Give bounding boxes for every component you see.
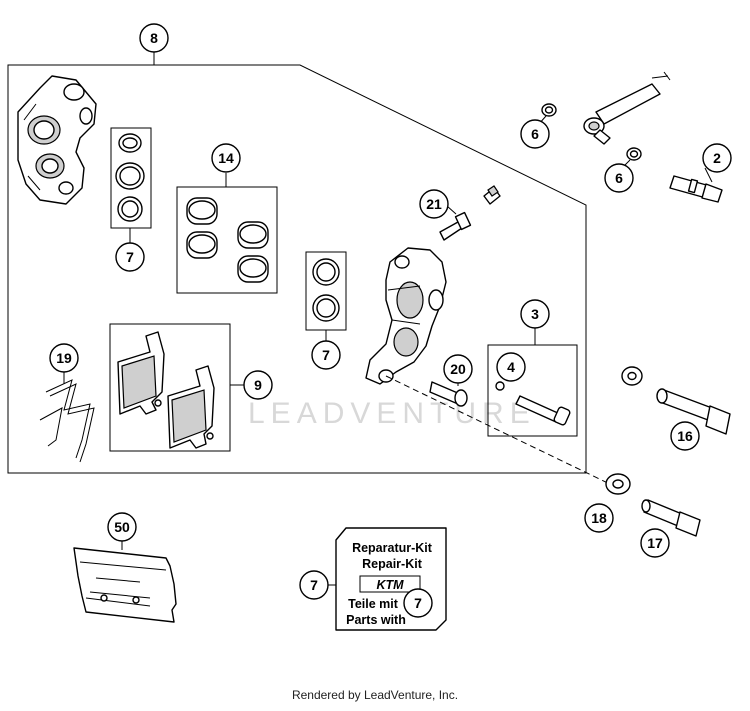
- svg-text:8: 8: [150, 30, 158, 46]
- callout-16[interactable]: 16: [670, 421, 700, 451]
- callout-14[interactable]: 14: [211, 143, 241, 173]
- callout-8[interactable]: 8: [139, 23, 169, 53]
- svg-text:21: 21: [426, 196, 442, 212]
- brake-pads-part[interactable]: [117, 331, 215, 449]
- callout-7-kit-outside[interactable]: 7: [299, 570, 329, 600]
- brake-hose-part[interactable]: [583, 71, 671, 145]
- repair-kit-label: Reparatur-Kit Repair-Kit KTM Teile mit P…: [335, 527, 447, 631]
- svg-text:7: 7: [414, 595, 422, 611]
- bushing-part[interactable]: [429, 381, 468, 407]
- washer-a-part[interactable]: [541, 103, 557, 117]
- svg-text:7: 7: [322, 347, 330, 363]
- callout-7-seals-a[interactable]: 7: [115, 242, 145, 272]
- callout-7-seals-b[interactable]: 7: [311, 340, 341, 370]
- bleeder-valve-part[interactable]: [439, 185, 501, 241]
- svg-text:7: 7: [126, 249, 134, 265]
- banjo-bolt-part[interactable]: [669, 175, 723, 203]
- callout-18[interactable]: 18: [584, 503, 614, 533]
- svg-text:50: 50: [114, 519, 130, 535]
- repair-kit-bag-part[interactable]: [73, 547, 177, 623]
- guide-pin-part[interactable]: [495, 381, 571, 426]
- bolt-16-part[interactable]: [656, 388, 731, 435]
- washer-b-part[interactable]: [626, 147, 642, 161]
- callout-6-lower[interactable]: 6: [604, 163, 634, 193]
- assembly-axis: [385, 375, 615, 487]
- callout-21[interactable]: 21: [419, 189, 449, 219]
- bolt-17-part[interactable]: [641, 499, 701, 537]
- svg-text:4: 4: [507, 359, 515, 375]
- pistons-part[interactable]: [186, 197, 269, 283]
- svg-text:14: 14: [218, 150, 234, 166]
- seal-rings-a[interactable]: [115, 133, 145, 222]
- caliper-group-outline: [7, 64, 587, 474]
- kit-line-2: Repair-Kit: [362, 557, 423, 571]
- kit-line-3: Teile mit: [348, 597, 399, 611]
- caliper-bracket-part[interactable]: [17, 75, 97, 205]
- callout-9[interactable]: 9: [243, 370, 273, 400]
- watermark: LEADVENTURE: [248, 397, 536, 430]
- seal-rings-b[interactable]: [312, 258, 340, 322]
- callout-7-kit-inside[interactable]: 7: [403, 588, 433, 618]
- footer-credit: Rendered by LeadVenture, Inc.: [291, 688, 459, 702]
- callout-6-upper[interactable]: 6: [520, 119, 550, 149]
- callout-17[interactable]: 17: [640, 528, 670, 558]
- svg-text:2: 2: [713, 150, 721, 166]
- kit-line-1: Reparatur-Kit: [352, 541, 433, 555]
- svg-text:7: 7: [310, 577, 318, 593]
- callout-3[interactable]: 3: [520, 299, 550, 329]
- washer-18-lower-part[interactable]: [605, 473, 631, 495]
- svg-text:17: 17: [647, 535, 663, 551]
- callout-2[interactable]: 2: [702, 143, 732, 173]
- callout-50[interactable]: 50: [107, 512, 137, 542]
- callout-19[interactable]: 19: [49, 343, 79, 373]
- washer-18-part[interactable]: [621, 366, 643, 386]
- svg-text:18: 18: [591, 510, 607, 526]
- svg-text:6: 6: [615, 170, 623, 186]
- svg-text:6: 6: [531, 126, 539, 142]
- svg-text:9: 9: [254, 377, 262, 393]
- pad-spring-part[interactable]: [39, 379, 95, 463]
- kit-line-4: Parts with: [346, 613, 406, 627]
- kit-brand-logo: KTM: [376, 578, 404, 592]
- svg-text:20: 20: [450, 361, 466, 377]
- brake-caliper-part[interactable]: [365, 247, 447, 385]
- callout-4[interactable]: 4: [496, 352, 526, 382]
- svg-text:16: 16: [677, 428, 693, 444]
- callout-20[interactable]: 20: [443, 354, 473, 384]
- svg-text:3: 3: [531, 306, 539, 322]
- svg-text:19: 19: [56, 350, 72, 366]
